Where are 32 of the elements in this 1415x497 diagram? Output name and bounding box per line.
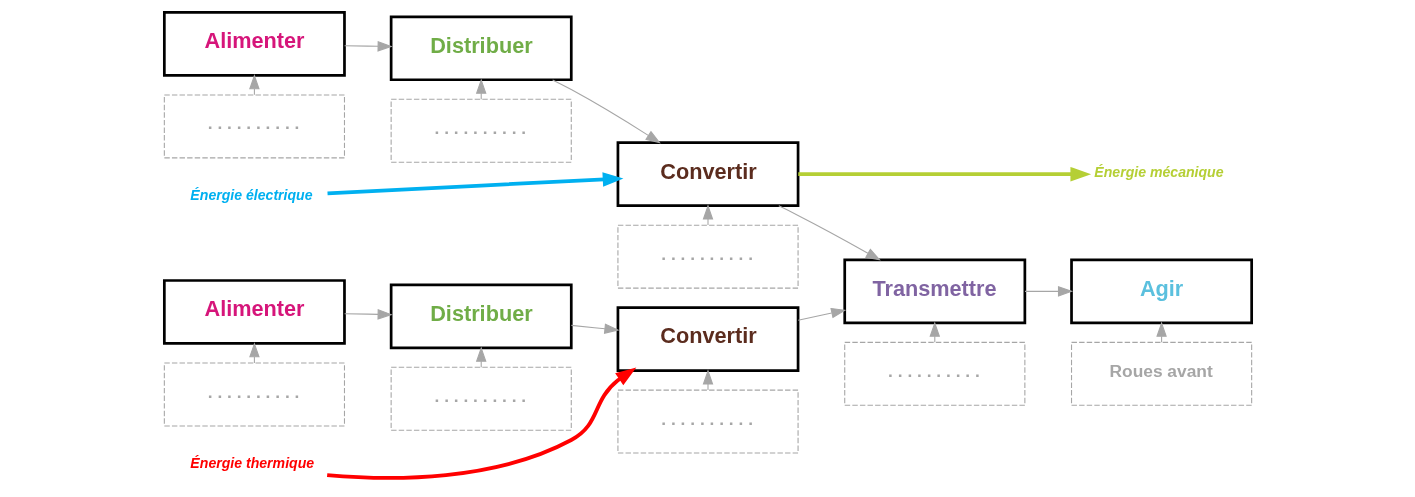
arrow	[343, 309, 393, 320]
arrow	[248, 342, 260, 364]
node-box: Distribuer	[389, 15, 573, 82]
node-box: Roues avant	[1070, 341, 1252, 406]
node-box: . . . . . . . . . .	[163, 362, 345, 427]
node-box: Agir	[1069, 258, 1253, 325]
arrow	[248, 74, 260, 96]
node-text: Énergie thermique	[189, 454, 314, 471]
node-text: Énergie électrique	[189, 186, 313, 203]
arrow	[1023, 286, 1073, 297]
arrow	[551, 79, 661, 144]
node-box: Distribuer	[389, 283, 573, 350]
node-box: Transmettre	[842, 258, 1026, 325]
arrow	[326, 172, 623, 196]
arrow	[702, 204, 713, 226]
node-box: . . . . . . . . . .	[390, 98, 572, 163]
arrow	[326, 367, 636, 480]
node-box: . . . . . . . . . .	[616, 224, 799, 289]
node-box: . . . . . . . . . .	[163, 94, 345, 159]
arrow	[343, 41, 393, 52]
node-box: Alimenter	[162, 11, 346, 77]
node-box: . . . . . . . . . .	[843, 341, 1025, 406]
node-box: . . . . . . . . . .	[390, 366, 572, 431]
arrow	[570, 323, 620, 334]
node-box: Convertir	[616, 141, 799, 207]
node-box: Convertir	[616, 306, 799, 372]
arrow	[797, 166, 1091, 182]
node-box: Alimenter	[162, 279, 346, 345]
arrow	[797, 307, 846, 321]
arrow	[702, 369, 713, 391]
node-text: Énergie mécanique	[1093, 163, 1224, 180]
node-box: . . . . . . . . . .	[616, 389, 799, 454]
